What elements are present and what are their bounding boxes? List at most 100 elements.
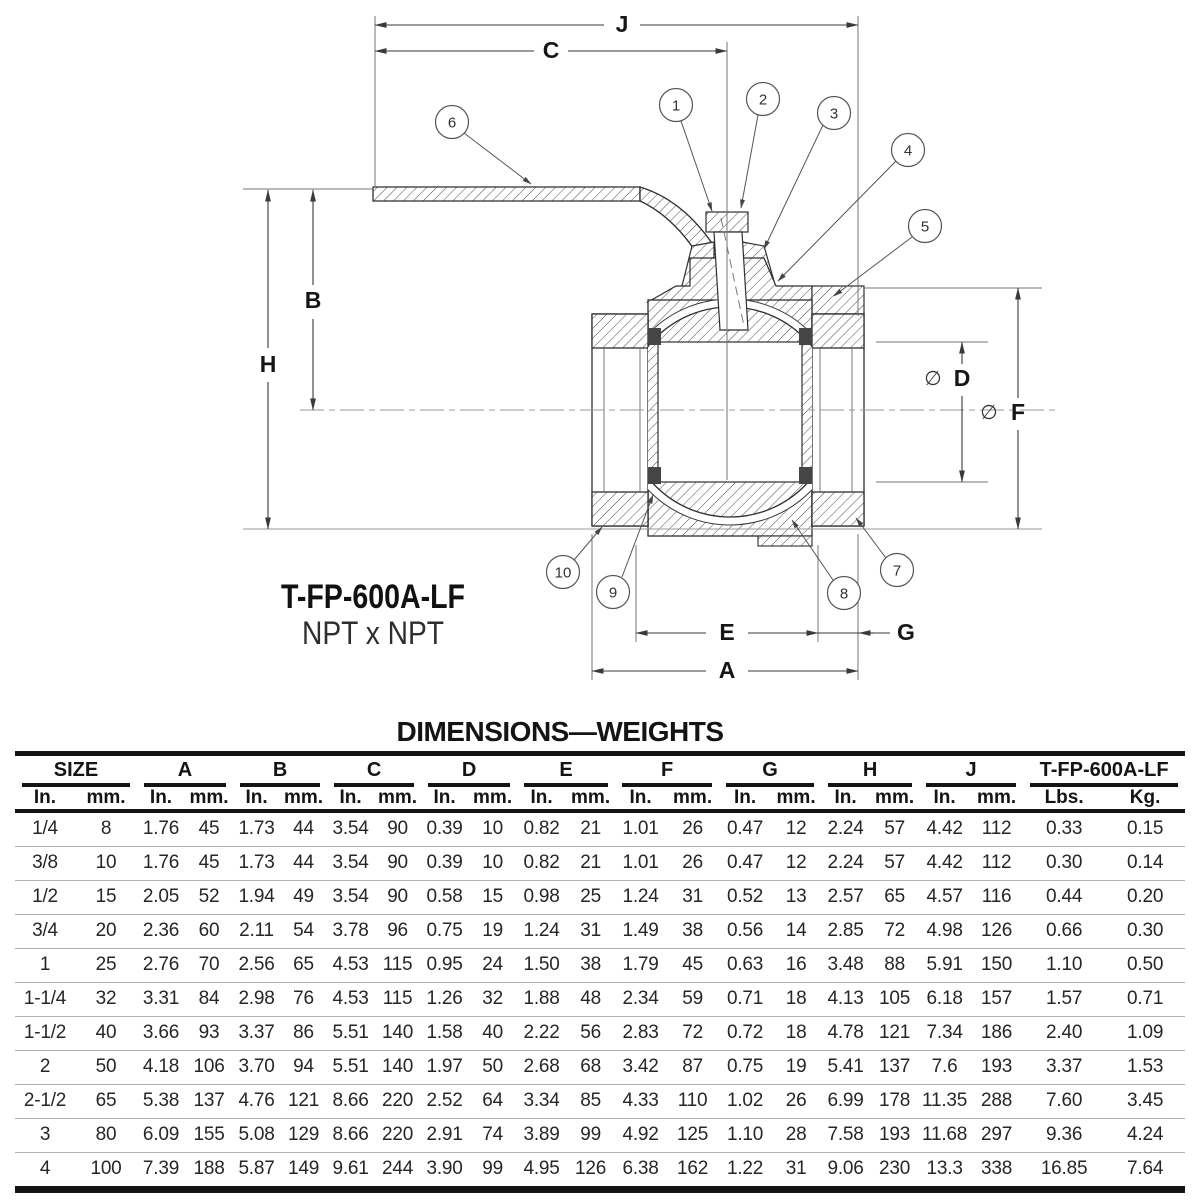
table-cell: 2.68	[517, 1050, 567, 1085]
table-cell: 13	[771, 880, 822, 915]
table-cell: 3.48	[821, 948, 871, 983]
table-cell: 24	[468, 948, 518, 983]
column-group-underline	[726, 783, 815, 787]
table-cell: 0.72	[719, 1016, 772, 1051]
table-cell: 0.30	[1105, 914, 1186, 949]
svg-text:6: 6	[448, 115, 456, 132]
column-group-label: D	[461, 759, 477, 781]
column-group-size: SIZE	[15, 754, 137, 787]
table-cell: 2.76	[137, 948, 186, 983]
callout-leaders	[463, 114, 913, 581]
svg-text:5: 5	[921, 219, 929, 236]
table-cell: 0.44	[1023, 880, 1106, 915]
table-cell: 3.37	[1023, 1050, 1106, 1085]
table-cell: 59	[666, 982, 720, 1017]
table-cell: 90	[374, 846, 422, 881]
table-cell: 2.52	[421, 1084, 469, 1119]
table-cell: 0.47	[726, 818, 764, 839]
table-cell: 7.39	[137, 1152, 186, 1190]
table-cell: 65	[870, 880, 920, 915]
table-cell: 16	[771, 948, 822, 983]
column-group-label: B	[272, 759, 288, 781]
table-cell: 2.57	[821, 880, 871, 915]
table-cell: 40	[468, 1016, 518, 1051]
table-cell: 1.01	[622, 818, 659, 839]
table-cell: 121	[870, 1016, 920, 1051]
table-cell: 3.54	[327, 880, 375, 915]
table-cell: 0.71	[1105, 982, 1186, 1017]
table-cell: 2.11	[233, 914, 281, 949]
table-cell: 1.49	[615, 914, 667, 949]
table-cell: 110	[666, 1084, 720, 1119]
table-cell: 21	[580, 818, 601, 839]
table-cell: 0.63	[719, 948, 772, 983]
table-cell: 0.14	[1105, 846, 1186, 881]
table-cell: 3.42	[615, 1050, 667, 1085]
table-cell: 1.53	[1105, 1050, 1186, 1085]
column-group-h: H	[821, 754, 919, 787]
unit-header: In.	[919, 787, 971, 813]
table-cell: 137	[870, 1050, 920, 1085]
table-cell: 10	[75, 846, 138, 881]
table-cell: 0.58	[421, 880, 469, 915]
table-cell: 2.98	[233, 982, 281, 1017]
table-cell: 193	[870, 1118, 920, 1153]
table-cell: 193	[970, 1050, 1024, 1085]
table-cell: 9.06	[821, 1152, 871, 1190]
table-cell: 2.36	[137, 914, 186, 949]
table-cell: 84	[185, 982, 234, 1017]
table-cell: 0.66	[1023, 914, 1106, 949]
table-cell: 1.10	[1023, 948, 1106, 983]
svg-text:2: 2	[759, 92, 767, 109]
table-cell: 1-1/4	[15, 982, 75, 1017]
table-cell: 4.42	[926, 818, 963, 839]
table-cell: 2.34	[615, 982, 667, 1017]
table-cell: 0.71	[719, 982, 772, 1017]
table-cell: 188	[185, 1152, 234, 1190]
table-cell: 0.39	[421, 846, 469, 881]
table-cell: 18	[771, 982, 822, 1017]
unit-header: In.	[517, 787, 567, 813]
table-cell: 94	[280, 1050, 328, 1085]
table-cell: 115	[374, 948, 422, 983]
table-cell: 0.20	[1105, 880, 1186, 915]
table-cell: 54	[280, 914, 328, 949]
svg-text:9: 9	[609, 585, 617, 602]
column-group-underline	[144, 783, 227, 787]
dim-label-j: J	[616, 11, 629, 37]
table-cell: 25	[75, 948, 138, 983]
table-cell: 7.6	[919, 1050, 971, 1085]
unit-header: mm.	[185, 787, 234, 813]
table-cell: 28	[771, 1118, 822, 1153]
table-cell: 8	[100, 818, 112, 839]
table-cell: 0.95	[421, 948, 469, 983]
table-cell: 38	[666, 914, 720, 949]
column-group-j: J	[919, 754, 1023, 787]
column-group-underline	[926, 783, 1017, 787]
unit-header: mm.	[771, 787, 822, 813]
column-group-label: E	[559, 759, 573, 781]
dim-label-d: D	[954, 365, 971, 391]
table-cell: 129	[280, 1118, 328, 1153]
table-cell: 20	[75, 914, 138, 949]
table-cell: 65	[75, 1084, 138, 1119]
table-cell: 8.66	[327, 1084, 375, 1119]
callout-7: 7	[879, 552, 915, 588]
unit-header: In.	[821, 787, 871, 813]
table-cell: 5.87	[233, 1152, 281, 1190]
table-cell: 9.61	[327, 1152, 375, 1190]
table-cell: 2.91	[421, 1118, 469, 1153]
table-cell: 3.90	[421, 1152, 469, 1190]
table-cell: 1.73	[233, 846, 281, 881]
unit-header: In.	[327, 787, 375, 813]
table-cell: 52	[185, 880, 234, 915]
seat-bottom-left	[648, 467, 661, 484]
column-group-underline	[240, 783, 321, 787]
table-cell: 112	[970, 846, 1024, 881]
table-cell: 149	[280, 1152, 328, 1190]
